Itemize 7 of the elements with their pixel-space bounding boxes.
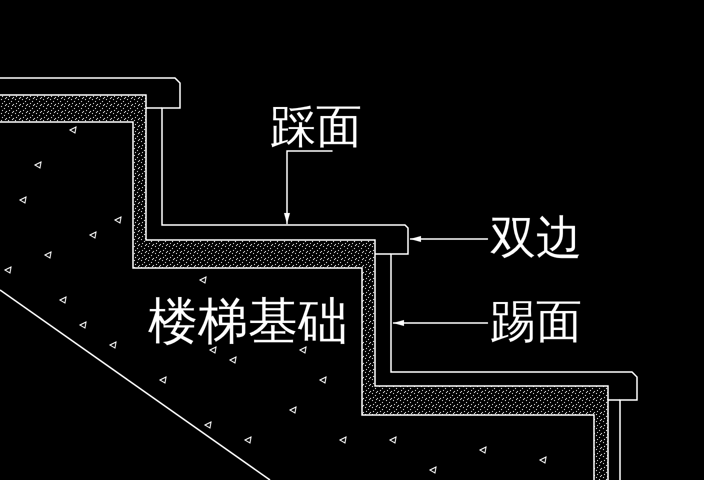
leader-line bbox=[410, 236, 488, 242]
callout-text: 踩面 bbox=[270, 103, 362, 149]
callout-text: 双边 bbox=[490, 214, 582, 260]
callout-text: 踢面 bbox=[490, 298, 582, 344]
part-label: 楼梯基础 bbox=[148, 296, 348, 346]
leader-line bbox=[284, 150, 333, 224]
leader-line bbox=[393, 320, 488, 326]
